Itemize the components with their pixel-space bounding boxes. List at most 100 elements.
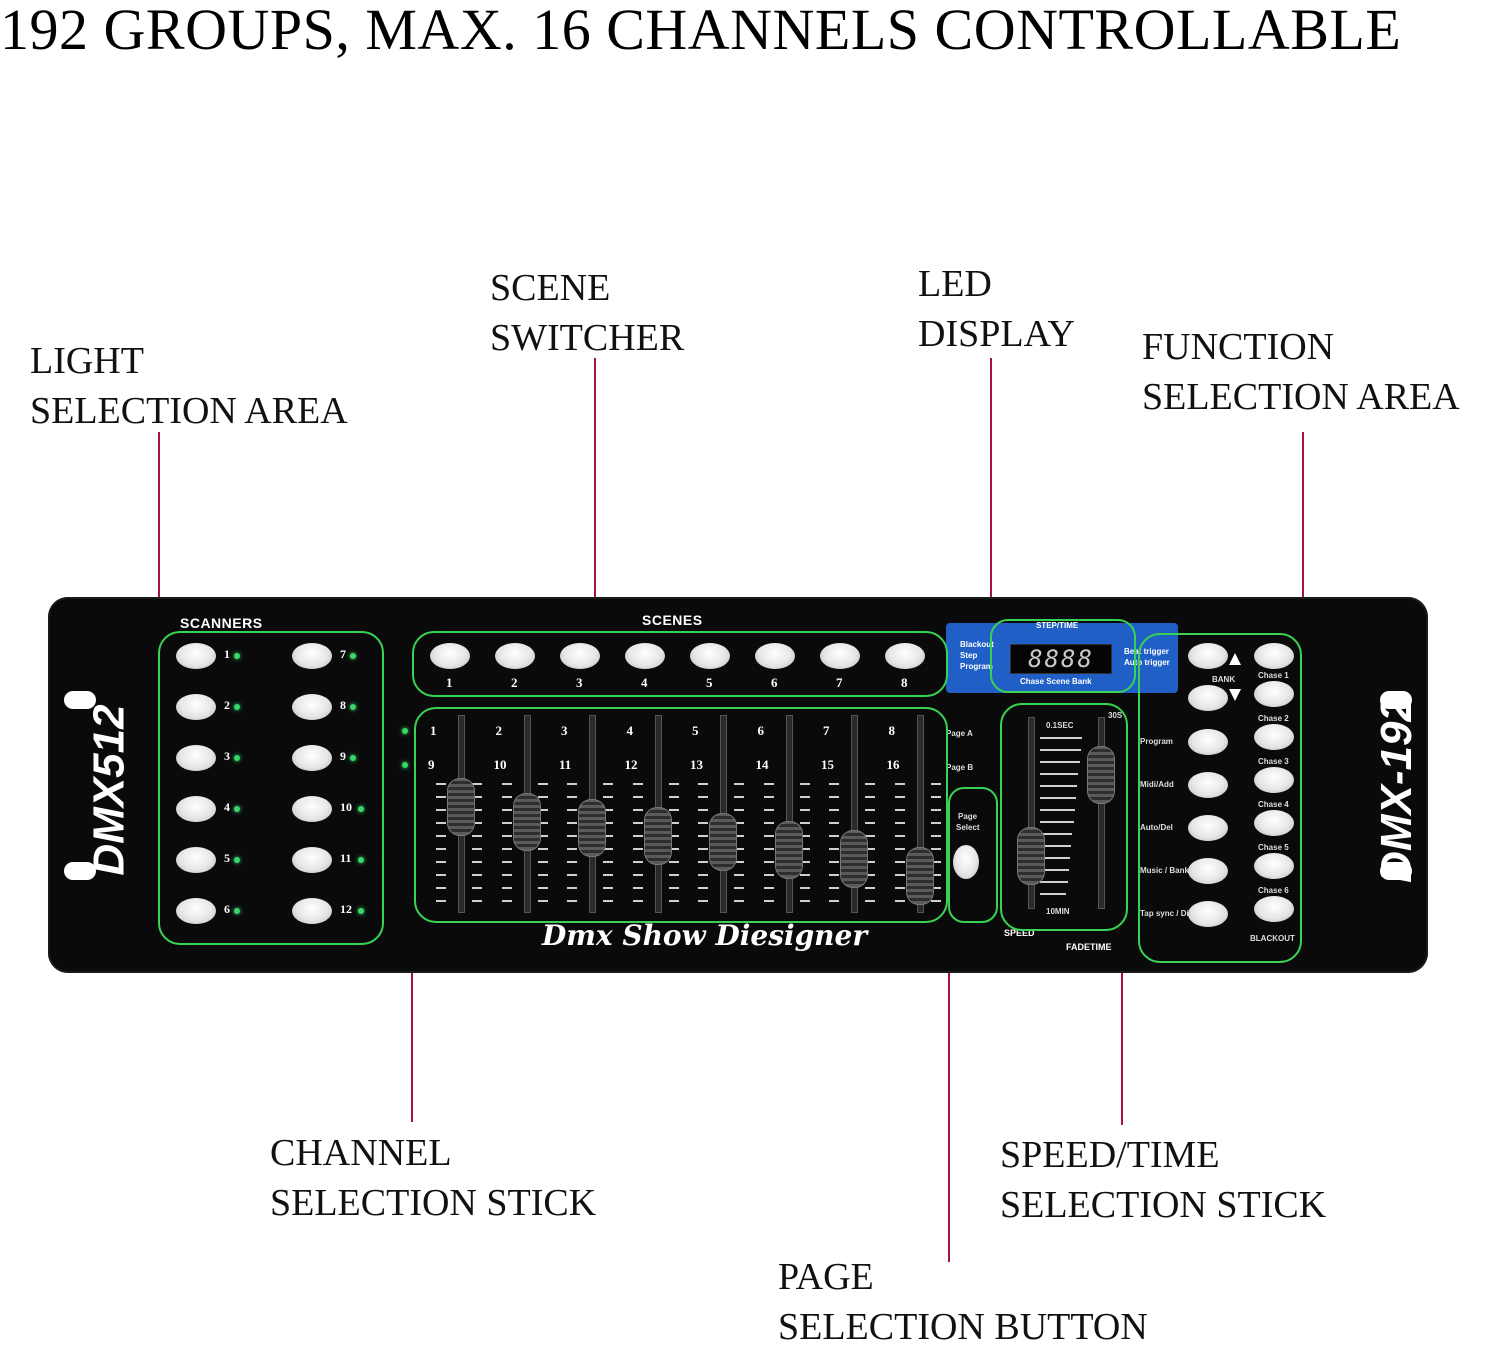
- fader-tick: [734, 874, 744, 876]
- scene-button[interactable]: [755, 643, 795, 669]
- fader-tick: [799, 783, 810, 785]
- fader-tick: [698, 796, 708, 798]
- fader-tick: [632, 796, 643, 798]
- fader-tick: [930, 874, 941, 876]
- function-button[interactable]: [1188, 815, 1228, 841]
- scanner-button[interactable]: [176, 847, 216, 873]
- fader-tick: [501, 887, 512, 889]
- fader-tick: [537, 835, 548, 837]
- scanner-button[interactable]: [176, 643, 216, 669]
- fader-tick: [698, 887, 708, 889]
- speed-scale-tick: [1040, 809, 1075, 811]
- chase-button[interactable]: [1254, 724, 1294, 750]
- scene-number: 6: [771, 675, 778, 690]
- speed-fader-slot: [1028, 717, 1035, 909]
- chase-label: Chase 4: [1258, 800, 1289, 809]
- speed-fader-knob[interactable]: [1017, 826, 1045, 885]
- leader-line-scene: [594, 358, 596, 633]
- bank-up-button[interactable]: [1188, 643, 1228, 669]
- fader-tick: [603, 874, 613, 876]
- speed-scale-tick: [1040, 821, 1074, 823]
- leader-line-led: [990, 358, 992, 620]
- function-button-label: Midi/Add: [1140, 780, 1174, 789]
- scene-number: 5: [706, 675, 713, 690]
- fader-tick: [472, 874, 482, 876]
- channel-fader-knob[interactable]: [840, 829, 868, 888]
- scanner-button[interactable]: [292, 745, 332, 771]
- scanner-button[interactable]: [292, 796, 332, 822]
- callout-line-2: SELECTION STICK: [270, 1182, 597, 1224]
- mount-hole: [64, 862, 96, 880]
- scene-button[interactable]: [885, 643, 925, 669]
- callout-line-2: SELECTION BUTTON: [778, 1306, 1148, 1348]
- scanner-number: 10: [340, 800, 352, 814]
- scene-button[interactable]: [820, 643, 860, 669]
- fader-tick: [472, 900, 482, 902]
- fader-tick: [632, 783, 643, 785]
- fader-tick: [829, 783, 839, 785]
- scanner-indicator-led: [350, 755, 356, 761]
- scanner-button[interactable]: [176, 796, 216, 822]
- fader-tick: [603, 796, 613, 798]
- scanner-button[interactable]: [176, 898, 216, 924]
- page-b-label: Page B: [946, 763, 974, 772]
- scanner-number: 4: [224, 800, 230, 814]
- channel-fader-knob[interactable]: [643, 807, 672, 866]
- scanner-indicator-led: [234, 806, 240, 812]
- channel-number-bottom: 11: [559, 757, 572, 772]
- page-select-button[interactable]: [953, 845, 979, 879]
- function-button[interactable]: [1188, 729, 1228, 755]
- fader-tick: [829, 796, 839, 798]
- scanner-button[interactable]: [176, 745, 216, 771]
- channel-number-bottom: 10: [493, 757, 507, 772]
- fader-tick: [763, 822, 774, 824]
- scene-button[interactable]: [690, 643, 730, 669]
- scene-button[interactable]: [430, 643, 470, 669]
- channel-number-top: 6: [757, 723, 765, 738]
- scanner-button[interactable]: [292, 694, 332, 720]
- speed-bottom-label: 10MIN: [1046, 907, 1070, 916]
- scanner-button[interactable]: [292, 847, 332, 873]
- fade-fader-knob[interactable]: [1087, 746, 1115, 805]
- scene-button[interactable]: [625, 643, 665, 669]
- function-button[interactable]: [1188, 858, 1228, 884]
- scanner-button[interactable]: [292, 898, 332, 924]
- fader-tick: [632, 822, 643, 824]
- page-a-label: Page A: [946, 729, 973, 738]
- chase-label: Chase 1: [1258, 671, 1289, 680]
- scanner-button[interactable]: [292, 643, 332, 669]
- channel-fader-knob[interactable]: [447, 778, 475, 836]
- scanner-button[interactable]: [176, 694, 216, 720]
- fader-tick: [930, 783, 941, 785]
- scanner-number: 11: [340, 851, 352, 865]
- chase-button[interactable]: [1254, 767, 1294, 793]
- channel-fader-knob[interactable]: [709, 813, 737, 871]
- fader-tick: [734, 848, 744, 850]
- fader-tick: [829, 887, 839, 889]
- fader-tick: [537, 900, 548, 902]
- scene-button[interactable]: [495, 643, 535, 669]
- bank-down-button[interactable]: [1188, 685, 1228, 711]
- function-button[interactable]: [1188, 901, 1228, 927]
- fader-tick: [829, 900, 839, 902]
- leader-line-speed: [1121, 915, 1123, 1125]
- channel-fader-knob[interactable]: [512, 793, 541, 852]
- chase-button[interactable]: [1254, 853, 1294, 879]
- chase-button[interactable]: [1254, 896, 1294, 922]
- fader-tick: [734, 796, 744, 798]
- fader-tick: [537, 809, 548, 811]
- mount-hole: [1380, 691, 1412, 709]
- channel-fader-knob[interactable]: [774, 821, 803, 880]
- channel-fader-knob[interactable]: [905, 846, 934, 905]
- chase-button[interactable]: [1254, 681, 1294, 707]
- scanner-indicator-led: [234, 755, 240, 761]
- fader-tick: [930, 809, 941, 811]
- highlight-function-area: [1138, 633, 1302, 963]
- scene-button[interactable]: [560, 643, 600, 669]
- callout-page-selection-button: PAGE SELECTION BUTTON: [778, 1252, 1148, 1352]
- channel-fader-knob[interactable]: [578, 799, 606, 857]
- chase-button[interactable]: [1254, 810, 1294, 836]
- callout-function-selection-area: FUNCTION SELECTION AREA: [1142, 322, 1460, 422]
- function-button[interactable]: [1188, 772, 1228, 798]
- highlight-speed-sticks: [1000, 703, 1128, 931]
